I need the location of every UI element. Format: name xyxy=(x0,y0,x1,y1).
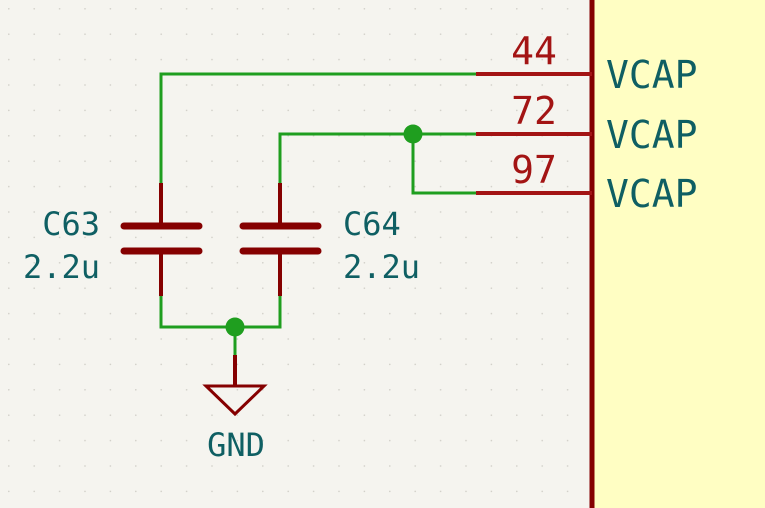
gnd-power-symbol[interactable]: GND xyxy=(202,355,268,464)
pin-number-72: 72 xyxy=(511,89,557,133)
junction-dot-vcap xyxy=(403,124,423,144)
c63-reference: C63 xyxy=(42,205,100,243)
ic-outline[interactable] xyxy=(589,0,765,508)
capacitor-c63[interactable]: C63 2.2u xyxy=(23,183,203,296)
pin-number-44: 44 xyxy=(511,29,557,73)
pin-name-72: VCAP xyxy=(606,113,698,157)
c63-value: 2.2u xyxy=(23,248,100,286)
gnd-label: GND xyxy=(207,426,265,464)
pin-number-97: 97 xyxy=(511,148,557,192)
capacitor-c64[interactable]: C64 2.2u xyxy=(239,183,420,296)
ground-icon xyxy=(202,384,268,417)
pin-name-44: VCAP xyxy=(606,53,698,97)
ic-pins: 44 72 97 VCAP VCAP VCAP xyxy=(476,29,698,216)
wire-caps-bottom[interactable] xyxy=(159,296,282,329)
c64-reference: C64 xyxy=(343,205,401,243)
wire-pin97-to-pin72[interactable] xyxy=(411,134,476,195)
junction-dot-gnd xyxy=(225,317,245,337)
c64-value: 2.2u xyxy=(343,248,420,286)
pin-name-97: VCAP xyxy=(606,172,698,216)
ic-u-body[interactable] xyxy=(589,0,765,508)
wire-pin44-to-c63[interactable] xyxy=(159,72,476,183)
